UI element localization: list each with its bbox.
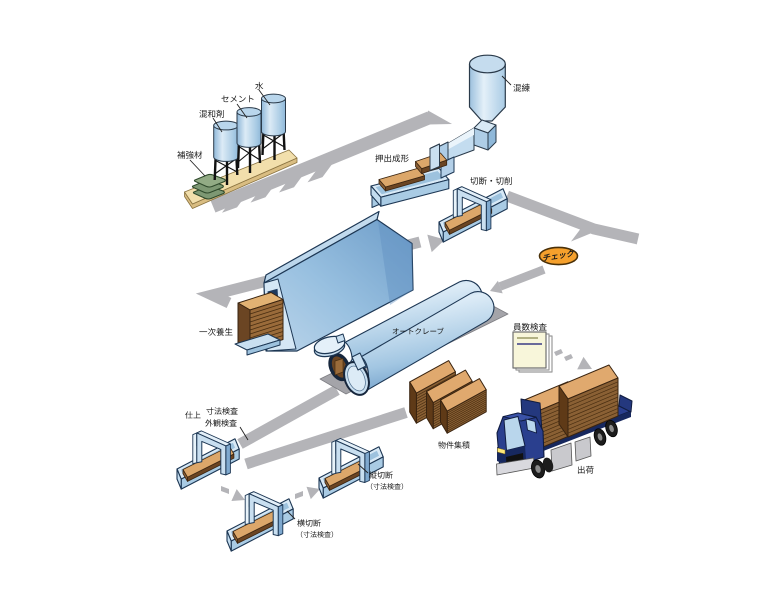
svg-text:出荷: 出荷 bbox=[577, 464, 595, 476]
svg-text:物件集積: 物件集積 bbox=[438, 440, 470, 451]
svg-text:オートクレーブ: オートクレーブ bbox=[392, 326, 445, 337]
svg-text:混練: 混練 bbox=[513, 82, 531, 94]
svg-text:外観検査: 外観検査 bbox=[205, 418, 237, 429]
svg-text:チェック: チェック bbox=[541, 248, 575, 264]
svg-text:一次養生: 一次養生 bbox=[199, 326, 234, 338]
svg-text:水: 水 bbox=[255, 80, 264, 92]
svg-text:員数検査: 員数検査 bbox=[513, 321, 548, 333]
svg-text:補強材: 補強材 bbox=[177, 149, 203, 161]
svg-text:寸法検査: 寸法検査 bbox=[206, 406, 238, 417]
svg-text:切断・切削: 切断・切削 bbox=[470, 175, 513, 187]
svg-text:縦切断: 縦切断 bbox=[369, 470, 393, 481]
svg-text:（寸法検査）: （寸法検査） bbox=[366, 482, 408, 492]
svg-text:横切断: 横切断 bbox=[297, 518, 321, 529]
svg-text:（寸法検査）: （寸法検査） bbox=[296, 530, 338, 540]
svg-text:セメント: セメント bbox=[221, 93, 255, 105]
svg-text:仕上: 仕上 bbox=[185, 410, 201, 421]
svg-text:押出成形: 押出成形 bbox=[375, 153, 410, 165]
svg-text:混和剤: 混和剤 bbox=[199, 108, 225, 120]
